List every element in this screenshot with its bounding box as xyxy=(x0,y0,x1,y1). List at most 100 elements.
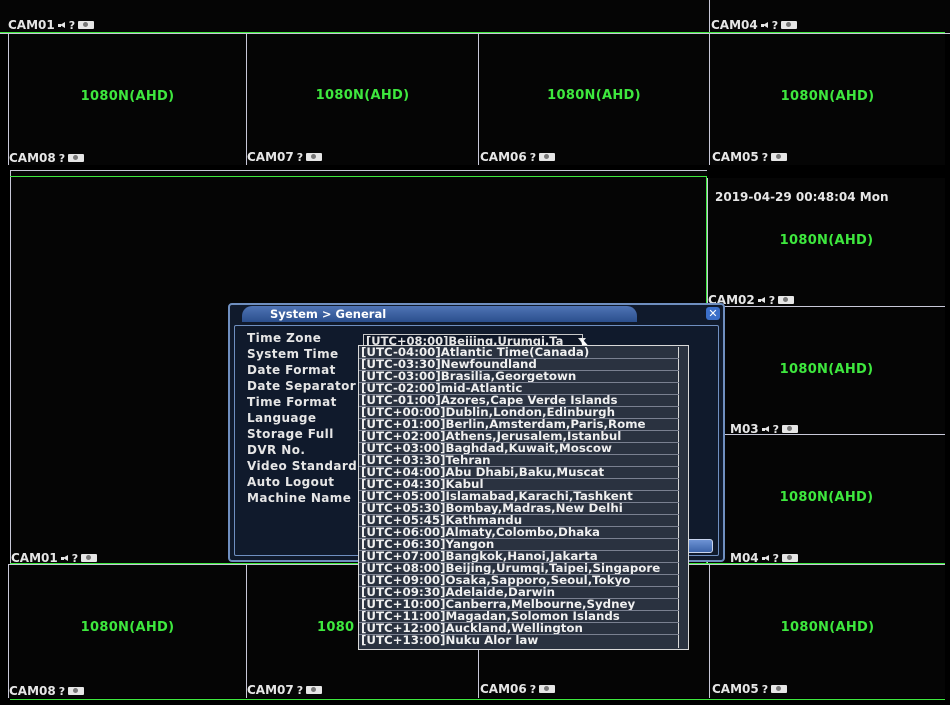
camera-tile-cam02[interactable]: 2019-04-29 00:48:04 Mon 1080N(AHD) CAM02… xyxy=(707,178,945,307)
time-zone-dropdown[interactable]: [UTC-04:00]Atlantic Time(Canada) [UTC-03… xyxy=(358,345,689,650)
record-icon xyxy=(778,296,795,304)
dropdown-option[interactable]: [UTC+04:00]Abu Dhabi,Baku,Muscat xyxy=(361,465,605,479)
dropdown-option[interactable]: [UTC+05:45]Kathmandu xyxy=(361,513,523,527)
dropdown-option[interactable]: [UTC-02:00]mid-Atlantic xyxy=(361,381,523,395)
question-icon: ? xyxy=(772,422,780,436)
dropdown-option[interactable]: [UTC+07:00]Bangkok,Hanoi,Jakarta xyxy=(361,549,598,563)
dropdown-option[interactable]: [UTC+10:00]Canberra,Melbourne,Sydney xyxy=(361,597,636,611)
dropdown-option[interactable]: [UTC+08:00]Beijing,Urumqi,Taipei,Singapo… xyxy=(361,561,661,575)
label-dvr-no: DVR No. xyxy=(247,443,306,457)
camera-tile-cam07[interactable]: 1080N(AHD) CAM07 ? xyxy=(246,34,478,165)
label-storage-full: Storage Full xyxy=(247,427,334,441)
dropdown-option[interactable]: [UTC+00:00]Dublin,London,Edinburgh xyxy=(361,405,616,419)
label-language: Language xyxy=(247,411,317,425)
dropdown-option[interactable]: [UTC+01:00]Berlin,Amsterdam,Paris,Rome xyxy=(361,417,646,431)
camera-name: M03 xyxy=(730,422,759,436)
resolution-label: 1080N(AHD) xyxy=(779,490,874,505)
label-date-separator: Date Separator xyxy=(247,379,357,393)
dropdown-separator xyxy=(359,382,679,383)
camera-name: CAM07 xyxy=(247,683,294,697)
dropdown-option[interactable]: [UTC+09:00]Osaka,Sapporo,Seoul,Tokyo xyxy=(361,573,631,587)
dropdown-option[interactable]: [UTC-01:00]Azores,Cape Verde Islands xyxy=(361,393,618,407)
camera-name: CAM07 xyxy=(247,150,294,164)
record-icon xyxy=(78,21,95,29)
dropdown-option[interactable]: [UTC-03:30]Newfoundland xyxy=(361,357,537,371)
record-icon xyxy=(771,685,788,693)
dropdown-separator xyxy=(359,622,679,623)
camera-tile-cam08[interactable]: 1080N(AHD) CAM08 ? xyxy=(8,34,246,165)
dropdown-separator xyxy=(359,370,679,371)
camera-label-cam06: CAM06 ? xyxy=(480,682,556,696)
dropdown-option[interactable]: [UTC+09:30]Adelaide,Darwin xyxy=(361,585,555,599)
camera-name: CAM08 xyxy=(9,151,56,165)
question-icon: ? xyxy=(58,151,66,165)
dropdown-option[interactable]: [UTC+06:00]Almaty,Colombo,Dhaka xyxy=(361,525,601,539)
dropdown-option[interactable]: [UTC+06:30]Yangon xyxy=(361,537,495,551)
speaker-icon xyxy=(761,425,770,433)
question-icon: ? xyxy=(772,551,780,565)
camera-label-cam04: M04 ? xyxy=(730,551,799,565)
dropdown-separator xyxy=(359,550,679,551)
resolution-label: 1080 xyxy=(317,620,355,635)
dropdown-option[interactable]: [UTC+12:00]Auckland,Wellington xyxy=(361,621,583,635)
dropdown-option[interactable]: [UTC+13:00]Nuku Alor law xyxy=(361,633,539,647)
question-icon: ? xyxy=(529,150,537,164)
question-icon: ? xyxy=(58,684,66,698)
label-time-format: Time Format xyxy=(247,395,337,409)
record-icon xyxy=(68,687,85,695)
dropdown-option[interactable]: [UTC+04:30]Kabul xyxy=(361,477,484,491)
camera-label-cam08: CAM08 ? xyxy=(9,151,85,165)
record-icon xyxy=(782,425,799,433)
camera-tile-cam08-bottom[interactable]: 1080N(AHD) CAM08 ? xyxy=(8,564,246,698)
question-icon: ? xyxy=(771,18,779,32)
record-icon xyxy=(781,21,798,29)
camera-tile-cam05-bottom[interactable]: 1080N(AHD) CAM05 ? xyxy=(709,564,945,698)
record-icon xyxy=(306,153,323,161)
dropdown-separator xyxy=(359,442,679,443)
dropdown-option[interactable]: [UTC-04:00]Atlantic Time(Canada) xyxy=(361,345,590,359)
dialog-body: Time Zone System Time Date Format Date S… xyxy=(234,325,719,556)
close-icon[interactable]: ✕ xyxy=(706,307,720,320)
speaker-icon xyxy=(760,21,769,29)
dropdown-separator xyxy=(359,490,679,491)
dropdown-option[interactable]: [UTC-03:00]Brasilia,Georgetown xyxy=(361,369,577,383)
green-separator xyxy=(10,176,706,177)
dropdown-separator xyxy=(359,538,679,539)
dropdown-separator xyxy=(359,406,679,407)
camera-name: CAM01 xyxy=(8,18,55,32)
dropdown-separator xyxy=(359,478,679,479)
speaker-icon xyxy=(761,554,770,562)
camera-name: CAM08 xyxy=(9,684,56,698)
question-icon: ? xyxy=(768,293,776,307)
dropdown-option[interactable]: [UTC+05:00]Islamabad,Karachi,Tashkent xyxy=(361,489,633,503)
dropdown-scrollbar[interactable] xyxy=(678,347,686,648)
camera-tile-cam01-top[interactable]: CAM01 ? xyxy=(0,0,709,34)
camera-name: CAM01 xyxy=(11,551,58,565)
dropdown-option[interactable]: [UTC+03:30]Tehran xyxy=(361,453,491,467)
camera-tile-cam06[interactable]: 1080N(AHD) CAM06 ? xyxy=(478,34,709,165)
resolution-label: 1080N(AHD) xyxy=(80,89,175,104)
resolution-label: 1080N(AHD) xyxy=(779,233,874,248)
dropdown-option[interactable]: [UTC+11:00]Magadan,Solomon Islands xyxy=(361,609,620,623)
camera-tile-cam05[interactable]: 1080N(AHD) CAM05 ? xyxy=(709,34,945,165)
camera-tile-cam04[interactable]: 1080N(AHD) M04 ? xyxy=(707,434,945,565)
camera-tile-cam03[interactable]: 1080N(AHD) M03 ? xyxy=(707,306,945,436)
dropdown-separator xyxy=(359,418,679,419)
camera-label-cam08: CAM08 ? xyxy=(9,684,85,698)
camera-tile-cam04-top[interactable]: CAM04 ? xyxy=(709,0,950,34)
chevron-down-icon[interactable] xyxy=(578,338,586,343)
dropdown-option[interactable]: [UTC+02:00]Athens,Jerusalem,Istanbul xyxy=(361,429,622,443)
dropdown-option[interactable]: [UTC+03:00]Baghdad,Kuwait,Moscow xyxy=(361,441,612,455)
dropdown-option[interactable]: [UTC+05:30]Bombay,Madras,New Delhi xyxy=(361,501,623,515)
camera-label-cam03: M03 ? xyxy=(730,422,799,436)
record-icon xyxy=(68,154,85,162)
camera-label-cam01: CAM01 ? xyxy=(11,551,98,565)
resolution-label: 1080N(AHD) xyxy=(779,362,874,377)
label-video-standard: Video Standard xyxy=(247,459,358,473)
resolution-label: 1080N(AHD) xyxy=(315,88,410,103)
record-icon xyxy=(539,153,556,161)
dropdown-separator xyxy=(359,502,679,503)
question-icon: ? xyxy=(68,18,76,32)
camera-label-cam01: CAM01 ? xyxy=(8,18,95,32)
camera-label-cam06: CAM06 ? xyxy=(480,150,556,164)
